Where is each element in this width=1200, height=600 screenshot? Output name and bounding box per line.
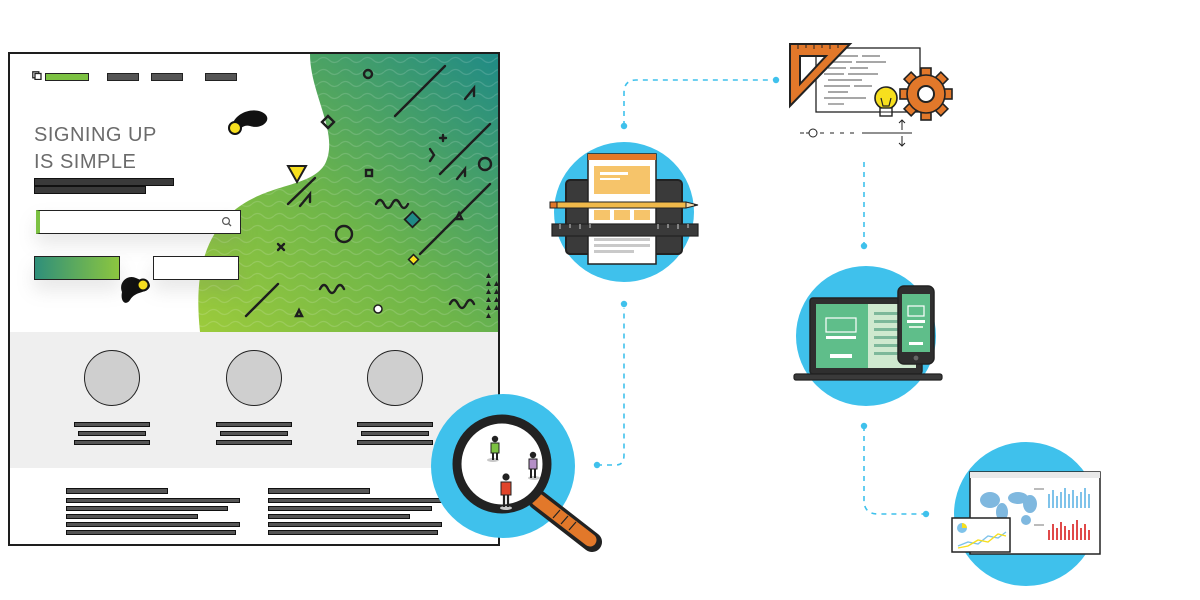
primary-cta-button[interactable] xyxy=(34,256,120,280)
feature-text-line xyxy=(78,431,146,436)
feature-image xyxy=(226,350,282,406)
web-design-tablet-icon xyxy=(549,142,699,282)
content-text-line xyxy=(268,522,442,527)
feature-text-line xyxy=(361,431,429,436)
content-heading-line xyxy=(268,488,370,494)
responsive-devices-icon xyxy=(793,266,943,406)
content-text-line xyxy=(66,514,198,519)
nav-logo[interactable] xyxy=(45,73,89,81)
nav-link-2[interactable] xyxy=(151,73,183,81)
content-text-line xyxy=(268,514,410,519)
feature-card xyxy=(62,332,162,468)
feature-text-line xyxy=(74,440,150,445)
feature-card xyxy=(204,332,304,468)
feature-section xyxy=(10,332,498,468)
content-section xyxy=(10,468,498,544)
content-text-line xyxy=(268,506,432,511)
hero-subtitle-line xyxy=(34,186,146,194)
feature-text-line xyxy=(74,422,150,427)
landing-page-wireframe: SIGNING UP IS SIMPLE xyxy=(8,52,500,546)
secondary-cta-button[interactable] xyxy=(153,256,239,280)
feature-image xyxy=(84,350,140,406)
content-heading-line xyxy=(66,488,168,494)
search-input[interactable] xyxy=(36,210,241,234)
analytics-dashboard-icon xyxy=(951,442,1101,586)
hero-pattern-background xyxy=(121,54,498,332)
nav-link-3[interactable] xyxy=(205,73,237,81)
feature-text-line xyxy=(216,422,292,427)
hero-title: SIGNING UP IS SIMPLE xyxy=(34,124,157,173)
window-icon xyxy=(32,71,42,80)
feature-text-line xyxy=(357,440,433,445)
content-text-line xyxy=(268,530,438,535)
content-text-line xyxy=(66,498,240,503)
search-icon xyxy=(221,216,232,227)
nav-link-1[interactable] xyxy=(107,73,139,81)
feature-text-line xyxy=(216,440,292,445)
feature-text-line xyxy=(357,422,433,427)
hero-subtitle-line xyxy=(34,178,174,186)
planning-code-gear-icon xyxy=(789,43,953,147)
content-text-line xyxy=(66,530,236,535)
content-text-line xyxy=(66,506,228,511)
feature-card xyxy=(345,332,445,468)
magnifier-users-icon xyxy=(431,394,602,552)
feature-text-line xyxy=(220,431,288,436)
feature-image xyxy=(367,350,423,406)
content-text-line xyxy=(66,522,240,527)
